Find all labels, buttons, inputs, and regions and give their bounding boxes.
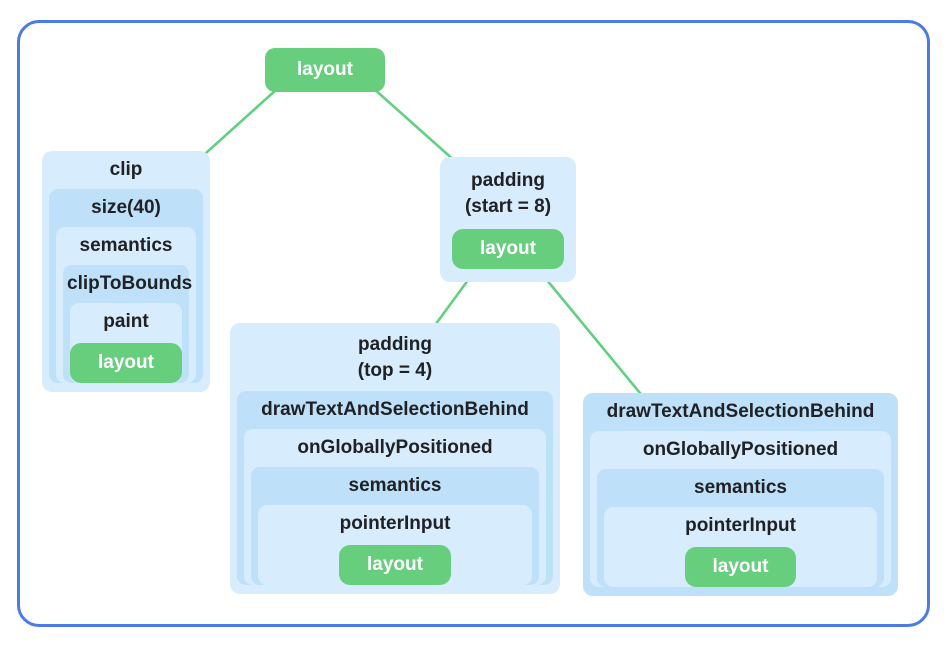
ongloballypositioned-modifier-box: onGloballyPositioned semantics pointerIn… [590,431,891,587]
layout-leaf-node: layout [452,229,564,269]
edge-padding-to-drawtext [535,266,651,406]
drawtext-modifier-box: drawTextAndSelectionBehind onGloballyPos… [583,393,898,596]
padding-start-label: padding (start = 8) [464,170,552,217]
padding-top-modifier-box: padding (top = 4) drawTextAndSelectionBe… [230,323,560,594]
layout-leaf-node: layout [684,547,797,587]
drawtext-label: drawTextAndSelectionBehind [606,401,875,422]
ongloballypositioned-modifier-box: onGloballyPositioned semantics pointerIn… [244,429,546,585]
paint-modifier-box: paint layout [70,303,182,383]
edge-padding-to-padding-top [428,270,476,334]
layout-leaf-node: layout [339,545,451,585]
semantics-modifier-box: semantics pointerInput layout [251,467,539,585]
pointerinput-modifier-box: pointerInput layout [258,505,532,585]
edge-root-to-clip [194,78,289,164]
semantics-modifier-box: semantics clipToBounds paint layout [56,227,196,383]
root-layout-node: layout [265,48,385,92]
padding-start-modifier-box: padding (start = 8) layout [440,157,576,282]
cliptobounds-modifier-box: clipToBounds paint layout [63,265,193,383]
semantics-label: semantics [694,477,787,498]
clip-modifier-box: clip size(40) semantics clipToBounds pai… [42,151,210,392]
semantics-modifier-box: semantics pointerInput layout [597,469,884,587]
drawtext-modifier-box: drawTextAndSelectionBehind onGloballyPos… [237,391,553,585]
padding-top-label: padding (top = 4) [357,334,433,381]
size-modifier-box: size(40) semantics clipToBounds paint la… [49,189,203,383]
semantics-label: semantics [79,235,173,256]
layout-leaf-node: layout [70,343,182,383]
cliptobounds-label: clipToBounds [67,273,193,294]
pointerinput-label: pointerInput [339,513,451,534]
ongloballypositioned-label: onGloballyPositioned [642,439,839,460]
drawtext-label: drawTextAndSelectionBehind [261,399,529,420]
paint-label: paint [103,311,149,332]
clip-label: clip [109,159,143,180]
pointerinput-label: pointerInput [685,515,796,536]
ongloballypositioned-label: onGloballyPositioned [297,437,493,458]
size-label: size(40) [91,197,161,218]
semantics-label: semantics [348,475,442,496]
edge-root-to-padding-start [362,78,467,172]
pointerinput-modifier-box: pointerInput layout [604,507,877,587]
